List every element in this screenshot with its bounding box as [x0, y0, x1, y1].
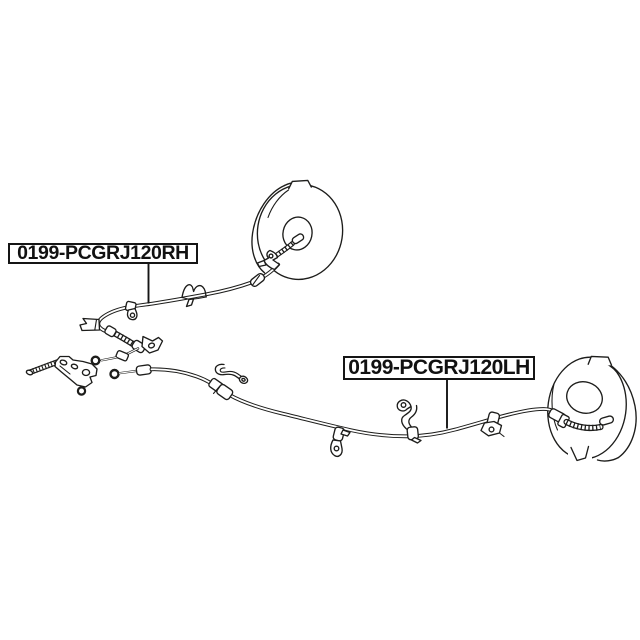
rh-rod-eye [90, 355, 101, 366]
lh-cable-assembly [109, 363, 615, 457]
rh-wave-bracket [181, 284, 207, 308]
rh-band-clamp [249, 272, 266, 288]
lh-cable-barrel [135, 364, 152, 376]
rh-cable-rod [90, 347, 140, 366]
leader-lines [147, 264, 448, 429]
equalizer-bracket [54, 355, 98, 388]
rh-backing-plate [251, 179, 344, 281]
lh-adjuster-barrel [208, 377, 234, 401]
lh-mid-clamp [330, 426, 351, 457]
lh-band-clamp [406, 426, 422, 444]
rh-flag-bracket [79, 317, 101, 332]
lh-hook-clip [214, 363, 249, 385]
rh-cable-tip [291, 233, 305, 245]
lh-side-bracket [480, 411, 505, 438]
rh-hanger-clip [124, 300, 138, 321]
rh-cable-assembly [79, 233, 305, 366]
part-number-label-rh: 0199-PCGRJ120RH [8, 242, 198, 264]
lh-cable-tip [598, 415, 615, 426]
equalizer-ring [76, 386, 87, 396]
threaded-rod [25, 359, 61, 376]
rh-sheath-bracket [141, 335, 164, 354]
rh-cable-sheath [104, 325, 147, 354]
lh-backing-plate [547, 355, 637, 466]
lh-s-bracket [396, 399, 418, 430]
lh-plate-fitting [548, 408, 570, 429]
lh-cable-spring [563, 415, 615, 432]
rh-cable-spring [274, 233, 305, 258]
rh-plate-clamp [256, 249, 281, 271]
lh-cable-eye [109, 368, 120, 380]
equalizer-assembly [25, 355, 98, 396]
part-number-label-lh: 0199-PCGRJ120LH [343, 356, 535, 380]
